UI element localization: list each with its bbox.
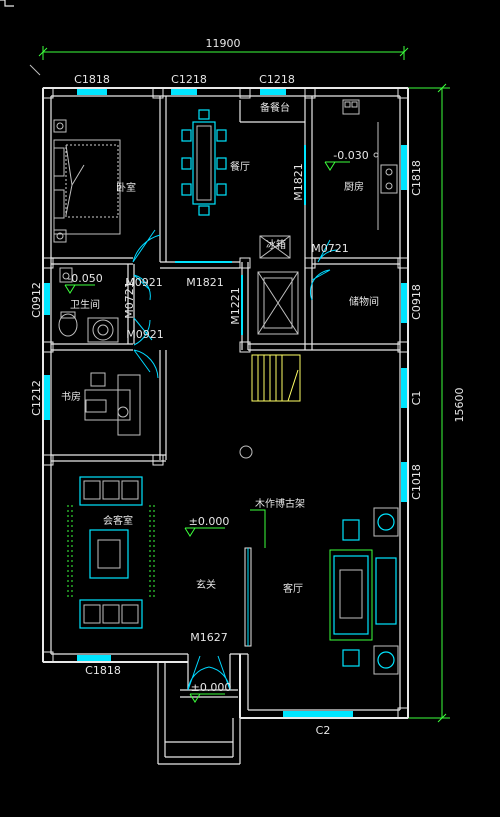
right-dimension: 15600 [408,83,466,723]
study-furniture [84,372,141,436]
label-c1212-left: C1212 [30,380,43,416]
room-living: 客厅 [283,582,303,595]
label-shelf: 木作博古架 [255,497,305,510]
elevation-markers [64,161,350,703]
living-sofa-set [329,507,399,675]
room-pantry: 备餐台 [260,101,290,114]
overall-width-label: 11900 [206,37,241,50]
label-stair-marker: 冰箱 [266,238,286,251]
kitchen-fixtures [259,99,398,259]
columns [42,87,409,719]
label-c1818-bottom: C1818 [85,664,121,677]
interior-walls [51,96,400,462]
label-c1818-top-left: C1818 [74,73,110,86]
label-c0912-left: C0912 [30,282,43,318]
top-dimension: 11900 [38,37,409,60]
window-c1018-right [401,462,407,502]
windows [44,89,407,717]
label-m1821-vertical: M1821 [292,163,305,201]
stair-core [257,271,299,335]
room-storage: 储物间 [349,295,379,308]
label-c2-bottom: C2 [316,724,331,737]
label-m1221: M1221 [229,287,242,325]
label-c0918-right: C0918 [410,284,423,320]
doors [132,145,339,691]
label-c1818-right: C1818 [410,160,423,196]
room-foyer: 玄关 [196,578,216,591]
room-bedroom: 卧室 [116,181,136,194]
label-c1218-top-right: C1218 [259,73,295,86]
window-c2-bottom [283,711,353,717]
overall-height-label: 15600 [453,388,466,423]
label-c1218-top-mid: C1218 [171,73,207,86]
window-c1818-top-left [77,89,107,95]
stairs [251,354,301,402]
window-c0918-right [401,283,407,323]
window-c1218-top-right [260,89,286,95]
window-c0912-left [44,283,50,315]
guest-sofa-set [67,476,155,629]
exterior-walls [42,87,409,765]
elevation-main: ±0.000 [189,515,230,528]
room-kitchen: 厨房 [344,180,364,193]
label-c1-right: C1 [410,391,423,406]
label-m0921-upper: M0921 [125,276,163,289]
window-c1218-top-mid [171,89,197,95]
label-m0721-left: M0721 [123,281,136,319]
room-guest: 会客室 [103,514,133,527]
bed [53,119,121,243]
frame-corner-mark [0,0,14,7]
room-dining: 餐厅 [230,160,250,173]
room-study: 书房 [61,390,81,403]
dining-table [181,109,227,216]
window-c1818-right [401,145,407,190]
label-m0921-lower: M0921 [126,328,164,341]
label-m0721-kitchen: M0721 [311,242,349,255]
elevation-kitchen: -0.030 [333,149,368,162]
window-c1-right [401,368,407,408]
room-bathroom: 卫生间 [70,298,100,311]
label-m1821-horizontal: M1821 [186,276,224,289]
bathroom-fixtures [58,267,119,343]
label-m1627: M1627 [190,631,228,644]
elevation-bathroom: -0.050 [67,272,102,285]
elevation-entry: ±0.000 [191,681,232,694]
ceiling-light-center [239,445,253,459]
crop-mark [29,64,41,76]
window-c1212-left [44,375,50,420]
window-c1818-bottom [77,655,111,661]
label-c1018-right: C1018 [410,464,423,500]
